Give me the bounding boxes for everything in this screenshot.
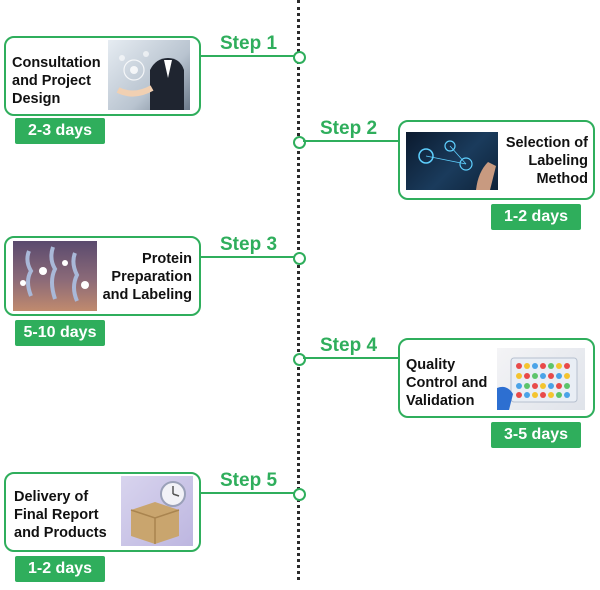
- step-5-title: Delivery of Final Report and Products: [14, 489, 107, 541]
- step-1-card: Consultation and Project Design: [4, 36, 201, 116]
- package-delivery-clock-image: [121, 476, 193, 546]
- labeled-protein-molecules-image: [13, 241, 97, 311]
- digital-interface-touch-image: [406, 132, 498, 190]
- step-2-duration-badge: 1-2 days: [491, 204, 581, 230]
- step-2-label: Step 2: [320, 118, 378, 139]
- business-person-hologram-image: [108, 40, 190, 110]
- step-1-title: Consultation and Project Design: [12, 55, 101, 107]
- step-4-title: Quality Control and Validation: [406, 357, 488, 409]
- step-4-duration-badge: 3-5 days: [491, 422, 581, 448]
- step-4-card: Quality Control and Validation: [398, 338, 595, 418]
- step-3-card: Protein Preparation and Labeling: [4, 236, 201, 316]
- step-3-title: Protein Preparation and Labeling: [102, 251, 192, 303]
- step-2-connector: [303, 140, 399, 142]
- step-4-label: Step 4: [320, 335, 378, 356]
- step-2-card: Selection of Labeling Method: [398, 120, 595, 200]
- step-3-label: Step 3: [220, 234, 278, 255]
- timeline-line: [297, 0, 300, 580]
- step-5-duration-badge: 1-2 days: [15, 556, 105, 582]
- step-1-connector: [200, 55, 294, 57]
- step-1-label: Step 1: [220, 33, 278, 54]
- step-5-node: [293, 488, 306, 501]
- step-1-node: [293, 51, 306, 64]
- step-5-label: Step 5: [220, 470, 278, 491]
- step-5-connector: [200, 492, 294, 494]
- step-2-node: [293, 136, 306, 149]
- step-3-connector: [200, 256, 294, 258]
- step-4-node: [293, 353, 306, 366]
- step-3-duration-badge: 5-10 days: [15, 320, 105, 346]
- step-4-connector: [303, 357, 399, 359]
- step-2-title: Selection of Labeling Method: [505, 135, 588, 187]
- step-3-node: [293, 252, 306, 265]
- well-plate-samples-image: [497, 348, 585, 410]
- step-5-card: Delivery of Final Report and Products: [4, 472, 201, 552]
- step-1-duration-badge: 2-3 days: [15, 118, 105, 144]
